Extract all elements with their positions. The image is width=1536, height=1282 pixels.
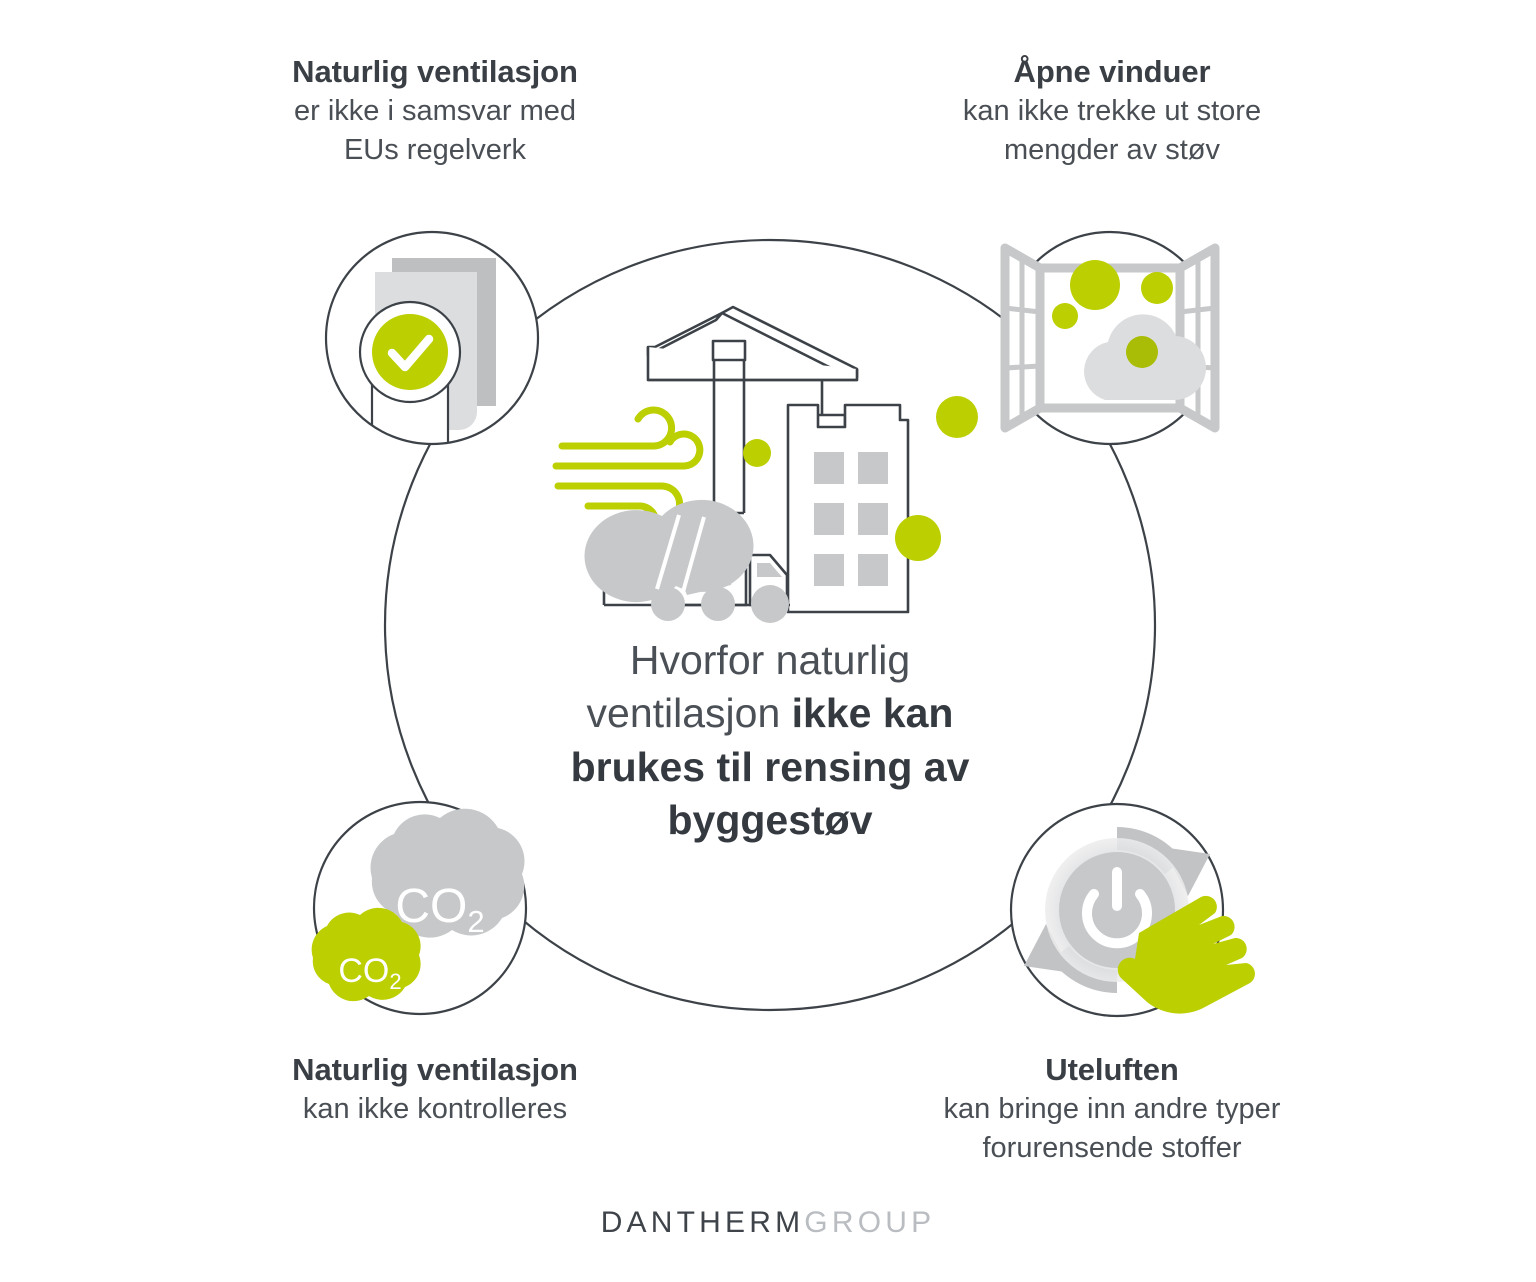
- label-sub-line: mengder av støv: [1004, 134, 1220, 167]
- label-sub-line: kan ikke trekke ut store: [962, 95, 1262, 128]
- co2-cloud-gray: CO2: [370, 808, 525, 939]
- label-title-top-right: Åpne vinduer: [1013, 54, 1211, 89]
- dust-particle: [1141, 272, 1173, 304]
- dust-particle: [936, 396, 978, 438]
- label-sub-line: kan bringe inn andre typer: [943, 1093, 1281, 1126]
- center-line2-light: ventilasjon: [586, 690, 792, 737]
- label-sub-line: er ikke i samsvar med: [293, 95, 576, 128]
- co2-cloud-green: CO2: [311, 907, 421, 1002]
- dust-particle: [1126, 336, 1158, 368]
- label-block-top-left: Naturlig ventilasjon er ikke i samsvar m…: [185, 52, 685, 170]
- label-block-bottom-left: Naturlig ventilasjon kan ikke kontroller…: [185, 1050, 685, 1129]
- pointing-hand-icon: [1117, 895, 1255, 1014]
- center-headline-line-1: Hvorfor naturlig: [498, 634, 1042, 687]
- check-icon: [387, 334, 434, 372]
- label-sub-line: EUs regelverk: [343, 134, 527, 167]
- power-button-hand-icon: [1009, 802, 1255, 1018]
- center-line1-text: Hvorfor naturlig: [629, 637, 911, 683]
- label-block-top-right: Åpne vinduer kan ikke trekke ut store me…: [862, 52, 1362, 170]
- dust-particle: [1070, 260, 1120, 310]
- label-title-top-left: Naturlig ventilasjon: [292, 54, 578, 89]
- label-sub-line: forurensende stoffer: [982, 1132, 1242, 1165]
- logo-dantherm: DANTHERM: [600, 1206, 805, 1239]
- dust-particle: [1052, 303, 1078, 329]
- center-headline-line-3: brukes til rensing av: [498, 741, 1042, 794]
- label-block-bottom-right: Uteluften kan bringe inn andre typer for…: [862, 1050, 1362, 1168]
- co2-clouds-icon: CO2 CO2: [311, 800, 528, 1016]
- logo-group: GROUP: [804, 1206, 936, 1239]
- label-sub-top-left: er ikke i samsvar med EUs regelverk: [185, 92, 685, 170]
- construction-site-illustration: [552, 305, 978, 623]
- label-title-bottom-left: Naturlig ventilasjon: [292, 1052, 578, 1087]
- power-icon: [1082, 867, 1152, 949]
- center-line2-strong: ikke kan: [791, 690, 954, 737]
- certified-document-icon: [324, 230, 540, 446]
- center-headline: Hvorfor naturlig ventilasjon ikke kan br…: [498, 634, 1042, 847]
- label-sub-top-right: kan ikke trekke ut store mengder av støv: [862, 92, 1362, 170]
- svg-text:CO2: CO2: [338, 952, 401, 994]
- center-line4-text: byggestøv: [667, 796, 873, 843]
- dust-particle: [895, 515, 941, 561]
- connector-circle: [383, 238, 1157, 1012]
- label-title-bottom-right: Uteluften: [1045, 1052, 1179, 1087]
- center-headline-line-2: ventilasjon ikke kan: [498, 687, 1042, 740]
- label-sub-bottom-right: kan bringe inn andre typer forurensende …: [862, 1090, 1362, 1168]
- cement-mixer-truck-icon: [584, 499, 790, 623]
- label-sub-bottom-left: kan ikke kontrolleres: [185, 1090, 685, 1129]
- check-badge: [372, 314, 448, 390]
- open-window-dust-icon: [1000, 230, 1220, 446]
- center-headline-line-4: byggestøv: [498, 794, 1042, 847]
- dust-particle: [743, 439, 771, 467]
- center-line3-text: brukes til rensing av: [570, 743, 970, 790]
- building-icon: [786, 403, 910, 614]
- dantherm-group-logo: DANTHERMGROUP: [0, 1206, 1536, 1240]
- label-sub-line: kan ikke kontrolleres: [302, 1093, 568, 1126]
